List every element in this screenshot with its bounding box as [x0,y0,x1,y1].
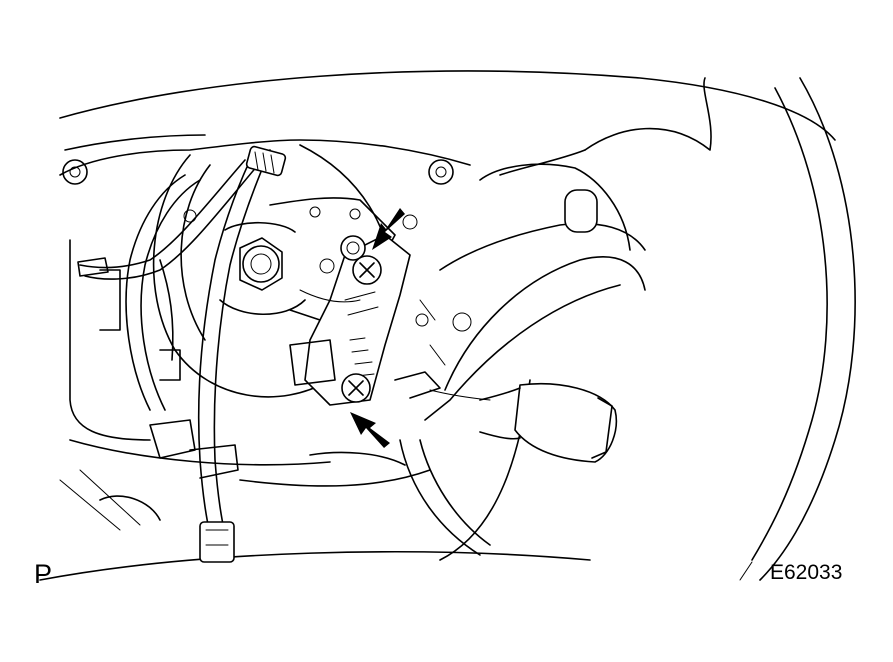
figure-code-label: E62033 [770,561,843,584]
arrow-lower [350,412,390,448]
upper-screw [340,235,382,285]
switch-assembly [289,234,441,406]
divider-mark [739,561,753,581]
wheel-hub-frame [59,134,471,487]
lower-screw [341,373,371,403]
wire-harness [77,145,287,563]
right-spoke [399,163,646,556]
view-marker-label: P [34,559,53,589]
arrow-upper [372,208,405,250]
upper-right-spoke [499,77,712,176]
lower-bracket [59,419,406,531]
paddle-lever [429,382,618,463]
steering-wheel-rim [39,70,856,581]
